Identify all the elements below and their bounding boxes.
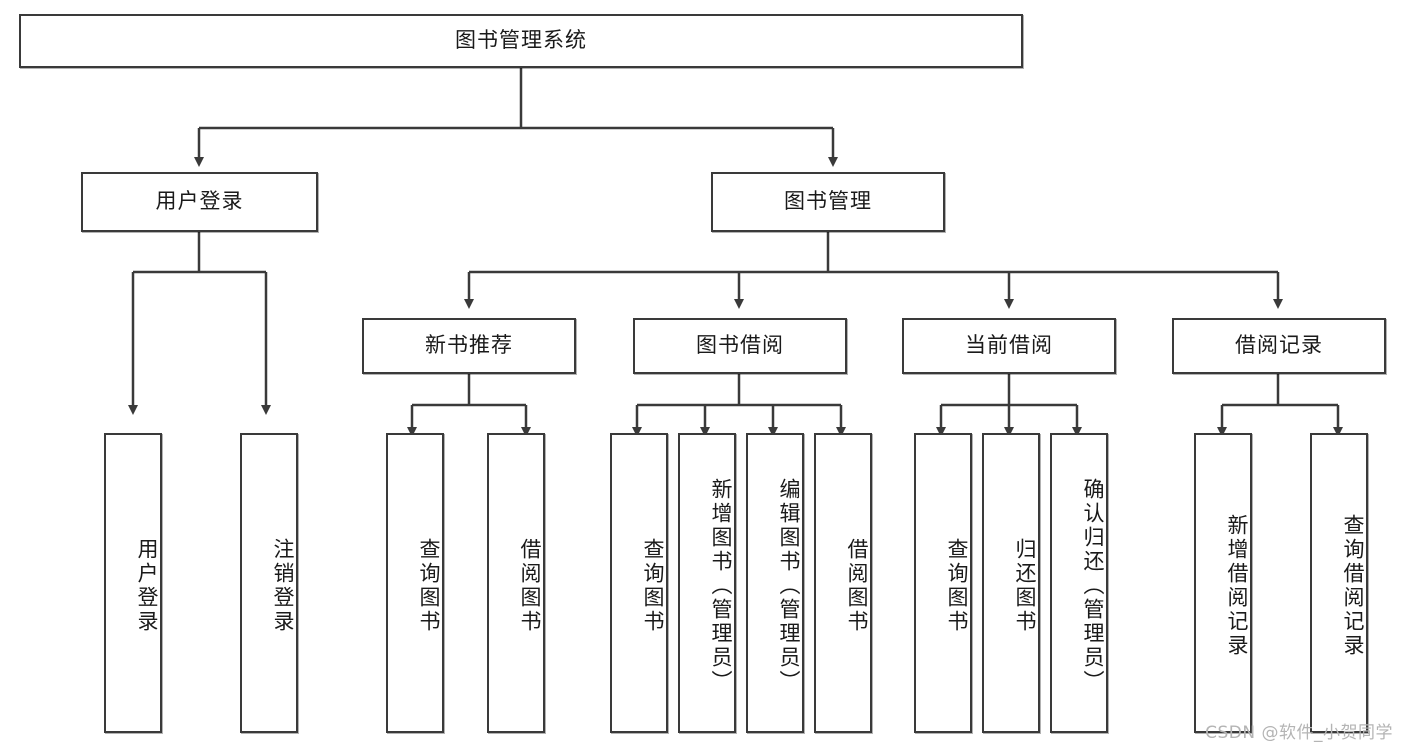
node-book-management[interactable]: 图书管理 xyxy=(711,172,945,232)
node-label: 借阅图书 xyxy=(518,538,542,634)
node-current-borrow[interactable]: 当前借阅 xyxy=(902,318,1116,374)
node-label: 借阅图书 xyxy=(845,538,869,634)
leaf-query-borrow-record[interactable]: 查询借阅记录 xyxy=(1310,433,1368,733)
node-label: 查询借阅记录 xyxy=(1341,514,1365,658)
node-borrow-record[interactable]: 借阅记录 xyxy=(1172,318,1386,374)
node-label: 用户登录 xyxy=(155,189,244,214)
leaf-query-book-current[interactable]: 查询图书 xyxy=(914,433,972,733)
node-label: 新增图书（管理员） xyxy=(709,478,733,694)
node-label: 查询图书 xyxy=(945,538,969,634)
node-label: 查询图书 xyxy=(641,538,665,634)
node-label: 借阅记录 xyxy=(1235,333,1323,358)
node-label: 归还图书 xyxy=(1013,538,1037,634)
node-label: 当前借阅 xyxy=(965,333,1053,358)
leaf-add-borrow-record[interactable]: 新增借阅记录 xyxy=(1194,433,1252,733)
node-label: 图书管理系统 xyxy=(455,28,587,53)
node-root-system[interactable]: 图书管理系统 xyxy=(19,14,1023,68)
node-book-borrow[interactable]: 图书借阅 xyxy=(633,318,847,374)
node-label: 新增借阅记录 xyxy=(1225,514,1249,658)
csdn-watermark: CSDN @软件_小贺同学 xyxy=(1205,723,1393,743)
leaf-query-book-borrow[interactable]: 查询图书 xyxy=(610,433,668,733)
leaf-return-book[interactable]: 归还图书 xyxy=(982,433,1040,733)
leaf-confirm-return-admin[interactable]: 确认归还（管理员） xyxy=(1050,433,1108,733)
node-label: 查询图书 xyxy=(417,538,441,634)
leaf-user-login[interactable]: 用户登录 xyxy=(104,433,162,733)
leaf-add-book-admin[interactable]: 新增图书（管理员） xyxy=(678,433,736,733)
leaf-borrow-book[interactable]: 借阅图书 xyxy=(814,433,872,733)
leaf-query-book-recommend[interactable]: 查询图书 xyxy=(386,433,444,733)
node-new-book-recommend[interactable]: 新书推荐 xyxy=(362,318,576,374)
node-label: 注销登录 xyxy=(271,538,295,634)
node-user-login[interactable]: 用户登录 xyxy=(81,172,318,232)
leaf-edit-book-admin[interactable]: 编辑图书（管理员） xyxy=(746,433,804,733)
leaf-borrow-book-recommend[interactable]: 借阅图书 xyxy=(487,433,545,733)
node-label: 图书借阅 xyxy=(696,333,784,358)
node-label: 图书管理 xyxy=(784,189,872,214)
node-label: 确认归还（管理员） xyxy=(1081,478,1105,694)
node-label: 用户登录 xyxy=(135,538,159,634)
node-label: 编辑图书（管理员） xyxy=(777,478,801,694)
node-label: 新书推荐 xyxy=(425,333,513,358)
leaf-logout[interactable]: 注销登录 xyxy=(240,433,298,733)
